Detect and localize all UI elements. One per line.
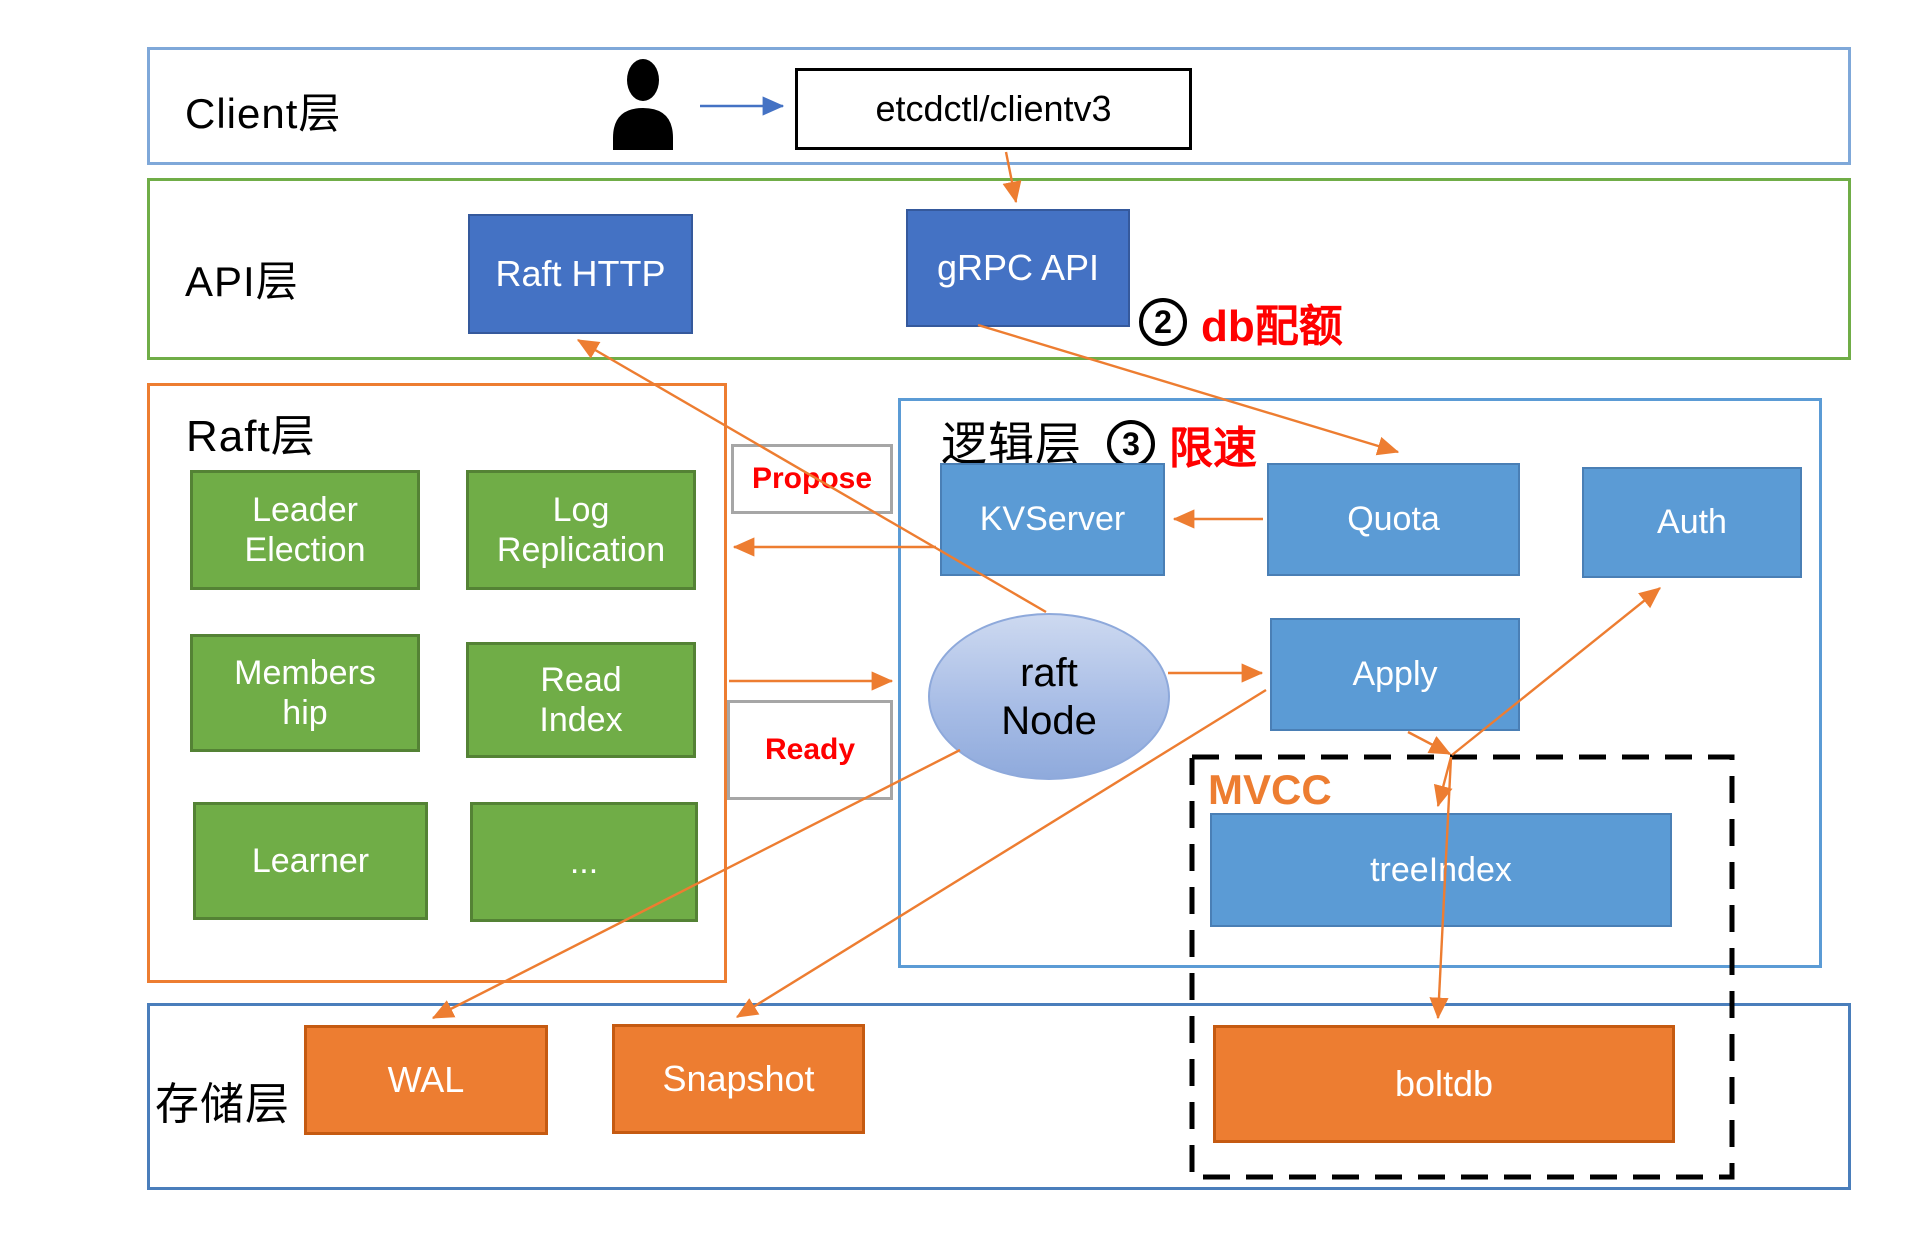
node-raft-http: Raft HTTP — [468, 214, 693, 334]
node-log-replication: Log Replication — [466, 470, 696, 590]
ready-label-box: Ready — [727, 700, 893, 800]
db-quota-note: db配额 — [1201, 302, 1343, 351]
node-treeindex: treeIndex — [1210, 813, 1672, 927]
node-quota: Quota — [1267, 463, 1520, 576]
annotation-db-quota: 2 db配额 — [1139, 290, 1343, 354]
node-learner: Learner — [193, 802, 428, 920]
node-wal: WAL — [304, 1025, 548, 1135]
node-etcdctl-clientv3: etcdctl/clientv3 — [795, 68, 1192, 150]
api-layer-label: API层 — [185, 258, 299, 305]
node-kvserver: KVServer — [940, 463, 1165, 576]
raft-layer-label: Raft层 — [186, 412, 316, 461]
node-raft-node: raft Node — [928, 613, 1170, 780]
node-more: ... — [470, 802, 698, 922]
node-leader-election: Leader Election — [190, 470, 420, 590]
node-boltdb: boltdb — [1213, 1025, 1675, 1143]
node-membership: Members hip — [190, 634, 420, 752]
storage-layer-label: 存储层 — [155, 1080, 290, 1129]
node-apply: Apply — [1270, 618, 1520, 731]
node-auth: Auth — [1582, 467, 1802, 578]
ratelimit-note: 限速 — [1169, 424, 1257, 473]
node-read-index: Read Index — [466, 642, 696, 758]
node-snapshot: Snapshot — [612, 1024, 865, 1134]
circled-number-3: 3 — [1107, 420, 1155, 468]
client-layer-label: Client层 — [185, 90, 342, 137]
mvcc-group-label: MVCC — [1208, 766, 1332, 813]
user-icon — [609, 58, 677, 155]
circled-number-2: 2 — [1139, 298, 1187, 346]
propose-label-box: Propose — [731, 444, 893, 514]
node-grpc-api: gRPC API — [906, 209, 1130, 327]
